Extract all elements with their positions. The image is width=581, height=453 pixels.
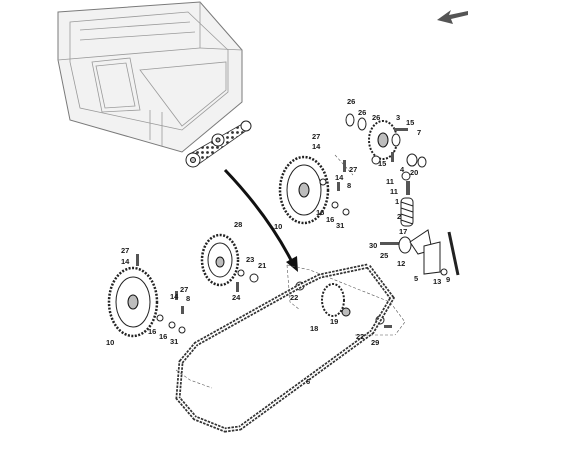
callout-12: 12 <box>397 259 405 268</box>
tensioner-assembly <box>380 229 460 276</box>
callout-18: 18 <box>310 324 318 333</box>
machine-frame-illustration <box>57 1 252 168</box>
callout-22a: 22 <box>290 293 298 302</box>
callout-24: 24 <box>232 293 241 302</box>
callout-16b: 16 <box>326 215 334 224</box>
callout-8b: 8 <box>186 294 190 303</box>
callout-17: 17 <box>399 227 407 236</box>
callout-26b: 26 <box>358 108 366 117</box>
callout-labels: 26 26 26 3 15 7 15 4 20 11 11 1 2 27 14 … <box>106 97 450 386</box>
callout-6: 6 <box>306 377 310 386</box>
callout-15a: 15 <box>406 118 414 127</box>
callout-20: 20 <box>410 168 418 177</box>
callout-26a: 26 <box>347 97 355 106</box>
upper-sprocket-10 <box>278 155 350 225</box>
view-direction-arrow-icon <box>437 10 468 24</box>
callout-14c: 14 <box>121 257 130 266</box>
callout-27c: 27 <box>121 246 129 255</box>
callout-15b: 15 <box>378 159 386 168</box>
callout-14b: 14 <box>335 173 344 182</box>
callout-2: 2 <box>397 212 401 221</box>
callout-29: 29 <box>371 338 379 347</box>
callout-16d: 16 <box>159 332 167 341</box>
callout-7: 7 <box>417 128 421 137</box>
callout-27b: 27 <box>349 165 357 174</box>
callout-9: 9 <box>446 275 450 284</box>
callout-30: 30 <box>369 241 377 250</box>
callout-16c: 16 <box>148 327 156 336</box>
drive-chain-6 <box>175 263 395 433</box>
middle-sprocket-28 <box>200 233 259 292</box>
callout-31a: 31 <box>336 221 344 230</box>
callout-14a: 14 <box>312 142 321 151</box>
callout-8a: 8 <box>347 181 351 190</box>
callout-11b: 11 <box>390 187 398 196</box>
lower-sprocket-10 <box>107 254 186 338</box>
callout-25: 25 <box>380 251 388 260</box>
callout-1: 1 <box>395 197 399 206</box>
callout-31b: 31 <box>170 337 178 346</box>
callout-13: 13 <box>433 277 441 286</box>
callout-3: 3 <box>396 113 400 122</box>
callout-11a: 11 <box>386 177 394 186</box>
callout-4a: 4 <box>400 165 405 174</box>
callout-27d: 27 <box>180 285 188 294</box>
leader-lines <box>175 154 406 389</box>
callout-22b: 22 <box>356 332 364 341</box>
callout-10b: 10 <box>106 338 114 347</box>
callout-5: 5 <box>414 274 418 283</box>
callout-10a: 10 <box>274 222 282 231</box>
top-hub-assembly <box>345 113 427 227</box>
callout-16a: 16 <box>316 208 324 217</box>
callout-28: 28 <box>234 220 242 229</box>
callout-27a: 27 <box>312 132 320 141</box>
callout-26c: 26 <box>372 113 380 122</box>
callout-19: 19 <box>330 317 338 326</box>
callout-23: 23 <box>246 255 254 264</box>
callout-14d: 14 <box>170 292 179 301</box>
callout-21: 21 <box>258 261 266 270</box>
callout-curved-arrow-icon <box>223 168 298 272</box>
